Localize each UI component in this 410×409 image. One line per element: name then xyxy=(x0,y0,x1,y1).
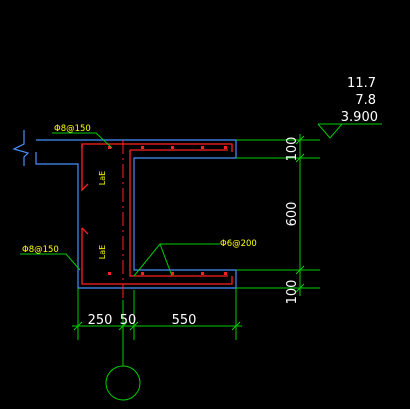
elevation-top: 11.7 xyxy=(347,76,376,91)
axis-bubble xyxy=(105,365,141,401)
leader-stirrup xyxy=(133,243,220,277)
elevation-triangle xyxy=(317,123,382,139)
label-top-distribution: Φ8@150 xyxy=(54,124,91,134)
rebar-group xyxy=(81,143,233,285)
rebar-dot xyxy=(224,146,227,149)
dim-tick xyxy=(295,283,305,293)
dim-vertical-middle: 600 xyxy=(285,202,300,227)
leader-top-distribution xyxy=(52,132,113,149)
rebar-dot xyxy=(108,272,111,275)
dim-tick xyxy=(129,321,139,331)
rebar-dots xyxy=(108,146,227,275)
dim-tick xyxy=(295,265,305,275)
dimension-lines xyxy=(72,134,320,401)
rebar-dot xyxy=(201,146,204,149)
rebar-dot xyxy=(201,272,204,275)
top-main-bar xyxy=(81,143,233,152)
slab-outline xyxy=(35,139,237,289)
label-side-distribution: Φ8@150 xyxy=(22,245,59,255)
rebar-dot xyxy=(171,272,174,275)
rebar-label-texts: Φ8@150 Φ8@150 Φ6@200 LaE LaE xyxy=(22,124,257,259)
dim-vertical-top: 100 xyxy=(285,137,300,162)
anchor-bar-lower xyxy=(81,228,233,285)
dim-tick xyxy=(73,321,83,331)
leader-side-distribution xyxy=(20,253,81,271)
label-anchor-upper: LaE xyxy=(98,171,107,185)
break-line xyxy=(12,130,30,166)
rebar-dot xyxy=(108,146,111,149)
elevation-middle: 7.8 xyxy=(355,93,376,108)
label-stirrup: Φ6@200 xyxy=(220,239,257,249)
elevation-marker xyxy=(317,123,382,139)
label-anchor-lower: LaE xyxy=(98,245,107,259)
elevation-bottom: 3.900 xyxy=(341,110,378,125)
dim-tick xyxy=(231,321,241,331)
concrete-outline xyxy=(12,130,237,289)
dimension-texts: 100 600 100 250 50 550 xyxy=(88,137,300,328)
inner-vertical-bar xyxy=(129,150,228,277)
dim-horizontal-left: 250 xyxy=(88,313,113,328)
dim-tick xyxy=(295,153,305,163)
dim-horizontal-middle: 50 xyxy=(120,313,137,328)
dim-vertical-bottom: 100 xyxy=(285,280,300,305)
rebar-dot xyxy=(141,146,144,149)
rebar-dot xyxy=(224,272,227,275)
dim-tick xyxy=(118,321,128,331)
dim-tick xyxy=(295,135,305,145)
leader-lines xyxy=(20,132,220,277)
elevation-texts: 11.7 7.8 3.900 xyxy=(341,76,378,125)
anchor-bar-upper xyxy=(81,144,89,192)
dim-horizontal-right: 550 xyxy=(172,313,197,328)
anchor-bar-lower-hook xyxy=(81,227,89,235)
rebar-dot xyxy=(141,272,144,275)
rebar-dot xyxy=(171,146,174,149)
